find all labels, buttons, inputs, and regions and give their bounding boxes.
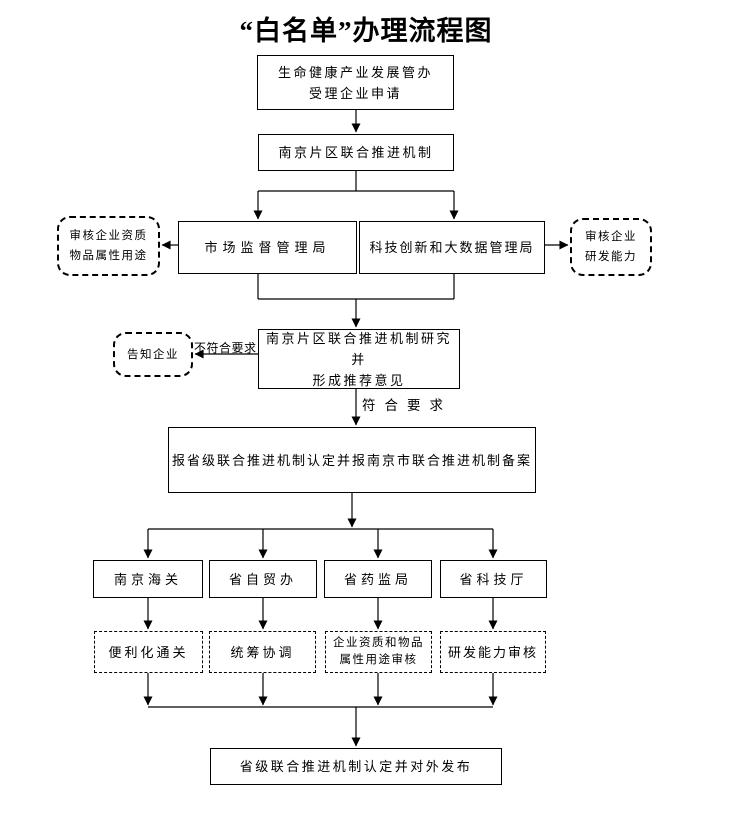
task-rnd-capability-review-label: 研发能力审核 bbox=[447, 644, 538, 660]
note-review-qualification-line1: 审核企业资质 bbox=[69, 230, 148, 242]
note-inform-enterprise-label: 告知企业 bbox=[127, 348, 179, 361]
note-review-rnd-capability: 审核企业 研发能力 bbox=[570, 218, 652, 276]
node-nanjing-joint-mechanism-label: 南京片区联合推进机制 bbox=[278, 145, 434, 160]
page-title: “白名单”办理流程图 bbox=[239, 16, 493, 46]
task-qualification-review-line1: 企业资质和物品 bbox=[333, 637, 424, 649]
node-provincial-ftz-office: 省自贸办 bbox=[209, 560, 317, 598]
task-overall-coordination-label: 统筹协调 bbox=[230, 644, 295, 660]
edge-label-meet-requirements: 符合要求 bbox=[362, 398, 452, 413]
node-accept-application: 生命健康产业发展管办 受理企业申请 bbox=[257, 55, 454, 110]
task-customs-facilitation: 便利化通关 bbox=[94, 631, 203, 673]
node-provincial-sci-tech-dept: 省科技厅 bbox=[440, 560, 547, 598]
node-nanjing-customs-label: 南京海关 bbox=[113, 571, 182, 587]
note-review-rnd-line1: 审核企业 bbox=[585, 231, 637, 243]
node-publish-result-label: 省级联合推进机制认定并对外发布 bbox=[239, 759, 473, 774]
node-market-supervision-bureau: 市场监督管理局 bbox=[178, 221, 357, 274]
node-provincial-sci-tech-dept-label: 省科技厅 bbox=[459, 571, 528, 587]
node-research-recommendation: 南京片区联合推进机制研究并 形成推荐意见 bbox=[258, 329, 460, 389]
node-nanjing-customs: 南京海关 bbox=[93, 560, 203, 598]
node-tech-innovation-bigdata-bureau: 科技创新和大数据管理局 bbox=[359, 221, 545, 274]
task-customs-facilitation-label: 便利化通关 bbox=[108, 644, 189, 660]
edge-label-not-meet-requirements: 不符合要求 bbox=[194, 341, 257, 355]
node-publish-result: 省级联合推进机制认定并对外发布 bbox=[210, 748, 502, 785]
node-tech-innovation-bigdata-bureau-label: 科技创新和大数据管理局 bbox=[369, 240, 535, 255]
task-rnd-capability-review: 研发能力审核 bbox=[440, 631, 546, 673]
note-review-rnd-line2: 研发能力 bbox=[585, 251, 637, 263]
node-provincial-ftz-office-label: 省自贸办 bbox=[228, 571, 297, 587]
node-report-provincial-mechanism: 报省级联合推进机制认定并报南京市联合推进机制备案 bbox=[168, 427, 536, 493]
task-qualification-review: 企业资质和物品 属性用途审核 bbox=[325, 631, 432, 673]
node-research-line1: 南京片区联合推进机制研究并 bbox=[265, 330, 452, 367]
note-review-qualification-line2: 物品属性用途 bbox=[69, 250, 148, 262]
node-nanjing-joint-mechanism: 南京片区联合推进机制 bbox=[258, 134, 454, 171]
node-accept-line2: 受理企业申请 bbox=[308, 85, 402, 101]
node-market-supervision-bureau-label: 市场监督管理局 bbox=[204, 240, 331, 255]
task-overall-coordination: 统筹协调 bbox=[209, 631, 316, 673]
note-inform-enterprise: 告知企业 bbox=[113, 332, 193, 377]
node-accept-line1: 生命健康产业发展管办 bbox=[277, 64, 433, 80]
node-provincial-drug-admin-label: 省药监局 bbox=[343, 571, 412, 587]
node-report-provincial-label: 报省级联合推进机制认定并报南京市联合推进机制备案 bbox=[171, 452, 532, 468]
task-qualification-review-line2: 属性用途审核 bbox=[339, 654, 418, 666]
node-research-line2: 形成推荐意见 bbox=[312, 372, 406, 388]
node-provincial-drug-admin: 省药监局 bbox=[324, 560, 432, 598]
note-review-qualification: 审核企业资质 物品属性用途 bbox=[57, 216, 160, 276]
